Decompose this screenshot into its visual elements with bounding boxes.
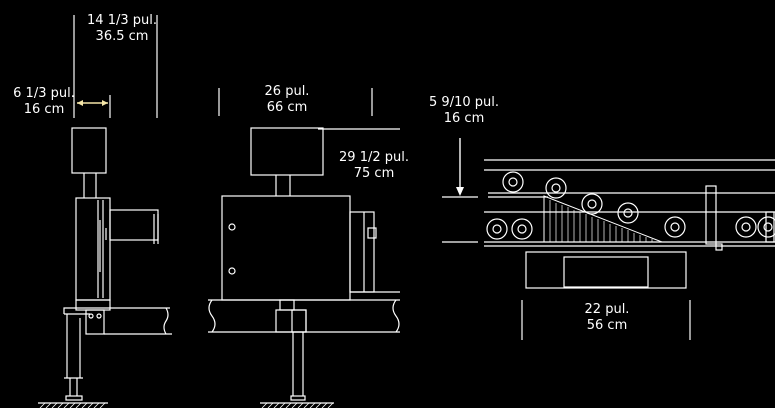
front-height-cm: 75 cm [353, 166, 395, 181]
base-plate [279, 299, 295, 311]
display-box [71, 127, 107, 174]
arrow-head [456, 187, 464, 196]
floor-hatch [261, 402, 334, 408]
front-width-pul: 26 pul. [264, 84, 310, 99]
arrow-head [77, 100, 83, 106]
conveyor-height-cm: 16 cm [443, 111, 485, 126]
belt-unit-front [349, 211, 375, 293]
side-dimension-cm: 16 cm [23, 102, 65, 117]
display-box-front [250, 127, 324, 176]
conveyor-view [442, 138, 775, 340]
side-dimension-pul: 6 1/3 pul. [13, 86, 75, 101]
bolt [96, 313, 102, 319]
floor-hatch [39, 402, 106, 408]
top-dimension-pul: 14 1/3 pul. [87, 13, 157, 28]
bracket [275, 309, 307, 333]
bracket [85, 309, 105, 335]
belt-unit-side [109, 209, 159, 241]
motor-housing [525, 251, 687, 289]
end-latch [715, 243, 723, 251]
front-height-label: 29 1/2 pul. 75 cm [324, 150, 424, 182]
bolt [88, 313, 94, 319]
front-view [208, 88, 400, 408]
end-post [705, 185, 717, 245]
end-plate [765, 211, 775, 243]
top-dimension-cm: 36.5 cm [95, 29, 149, 44]
bracket-inner [291, 309, 307, 333]
foot-pad [65, 395, 83, 401]
front-width-label: 26 pul. 66 cm [246, 84, 328, 116]
conveyor-height-pul: 5 9/10 pul. [429, 95, 499, 110]
arrow-head [102, 100, 108, 106]
scale-body-front [221, 195, 351, 301]
scale-body-side [75, 197, 111, 301]
break-mark [208, 299, 216, 333]
rail-top [63, 307, 170, 314]
screw [228, 223, 236, 231]
front-width-cm: 66 cm [266, 100, 308, 115]
break-mark [392, 299, 400, 333]
side-view [38, 15, 172, 408]
conveyor-width-cm: 56 cm [586, 318, 628, 333]
screw [228, 267, 236, 275]
conveyor-height-label: 5 9/10 pul. 16 cm [416, 95, 512, 127]
latch [367, 227, 377, 239]
roller-group [486, 171, 775, 240]
break-mark [163, 307, 169, 335]
weigh-hatch [549, 200, 653, 242]
conveyor-width-label: 22 pul. 56 cm [566, 302, 648, 334]
motor [563, 256, 649, 288]
weigh-section [543, 195, 663, 243]
side-dimension-label: 6 1/3 pul. 16 cm [6, 86, 82, 118]
foot-pad [290, 395, 306, 401]
conveyor-width-pul: 22 pul. [584, 302, 630, 317]
top-dimension-label: 14 1/3 pul. 36.5 cm [74, 13, 170, 45]
front-height-pul: 29 1/2 pul. [339, 150, 409, 165]
